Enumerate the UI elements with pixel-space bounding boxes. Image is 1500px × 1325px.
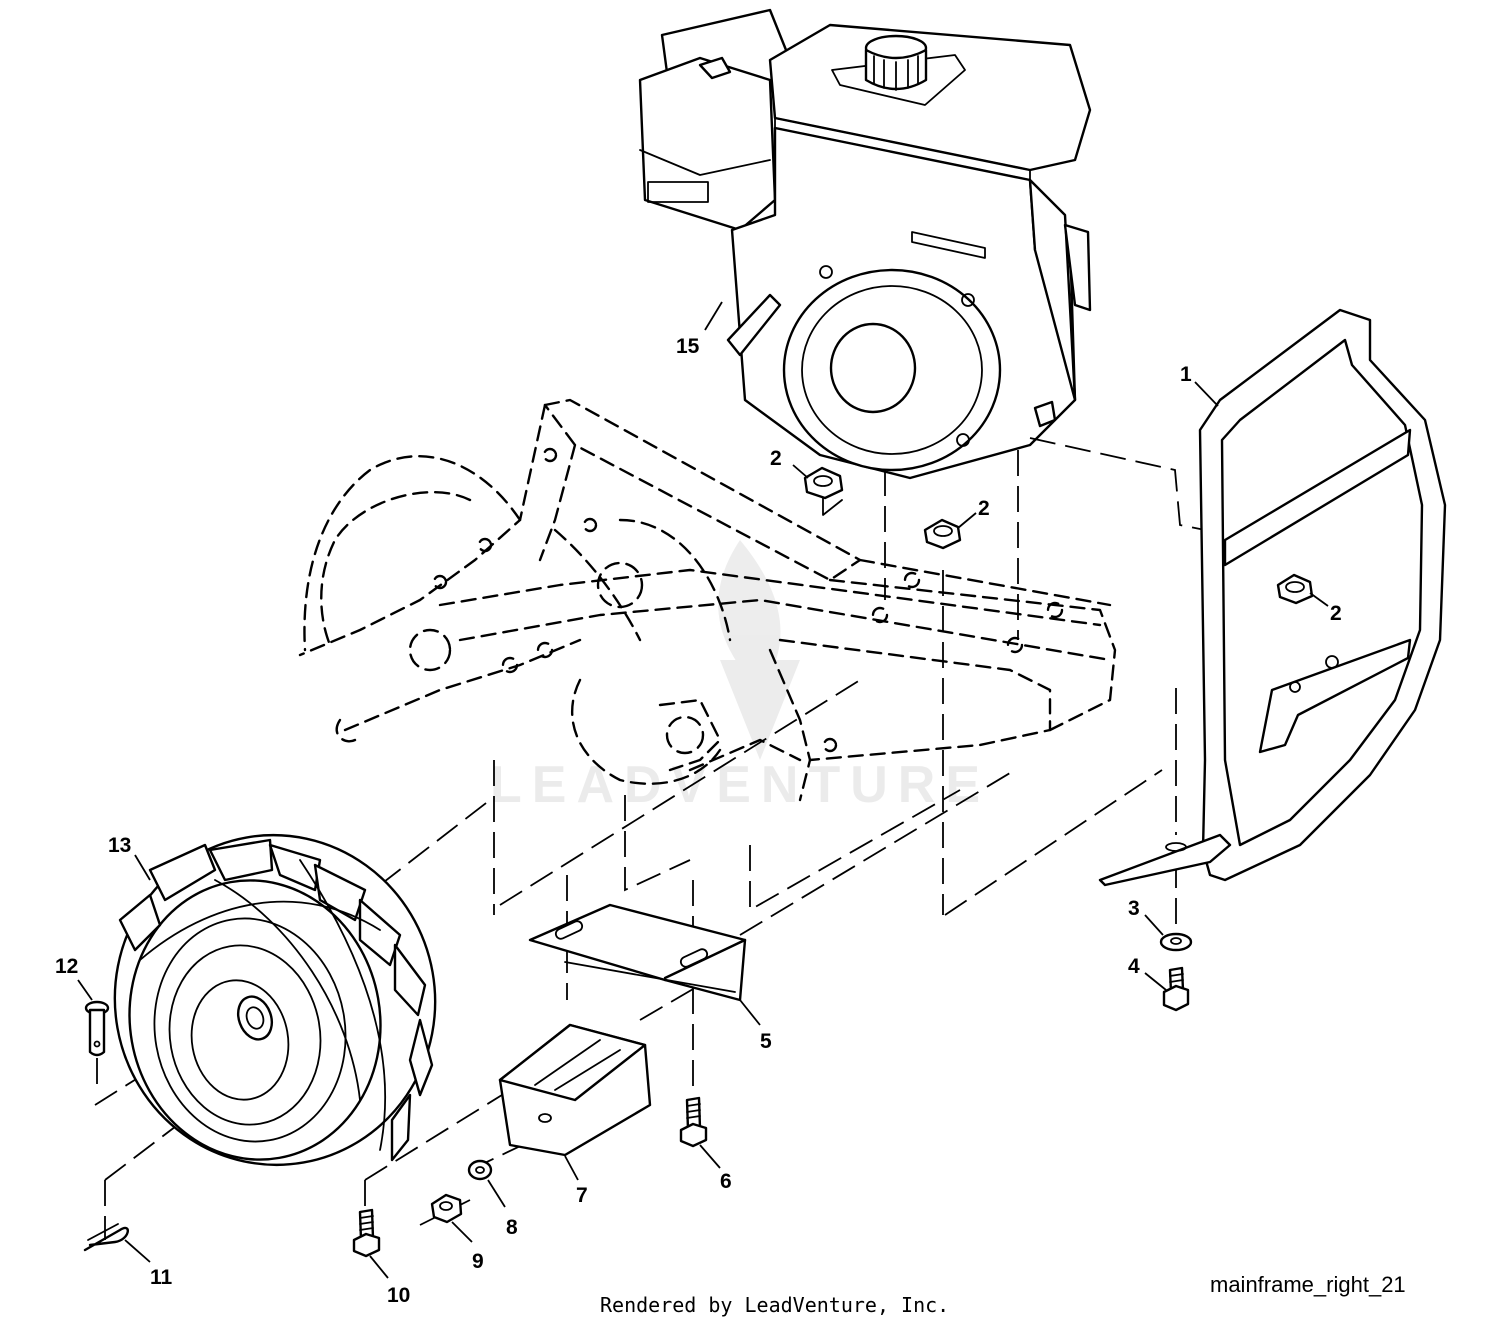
phantom-tiller-assembly xyxy=(298,398,1117,802)
hitch-bracket-5 xyxy=(528,903,747,1002)
callout-13: 13 xyxy=(108,834,131,857)
callout-11: 11 xyxy=(150,1266,173,1289)
hex-bolt-4 xyxy=(1162,966,1190,1012)
render-credit: Rendered by LeadVenture, Inc. xyxy=(600,1293,950,1317)
watermark-text: LEADVENTURE xyxy=(490,756,991,814)
callout-10: 10 xyxy=(387,1284,410,1307)
weight-block-7 xyxy=(498,1023,652,1157)
callout-9: 9 xyxy=(472,1250,484,1273)
callout-7: 7 xyxy=(576,1184,588,1207)
callout-4: 4 xyxy=(1128,955,1140,978)
lock-washer-8 xyxy=(467,1159,493,1181)
callouts: 15 1 2 2 2 3 4 5 6 7 8 9 10 11 12 13 xyxy=(55,301,1342,1307)
hex-bolt-6 xyxy=(679,1096,708,1148)
flat-washer-3 xyxy=(1159,932,1193,952)
callout-1: 1 xyxy=(1180,363,1192,386)
callout-2a: 2 xyxy=(770,447,782,470)
callout-2b: 2 xyxy=(978,497,990,520)
watermark-logo xyxy=(718,540,800,760)
callout-2c: 2 xyxy=(1330,602,1342,625)
callout-12: 12 xyxy=(55,955,78,978)
hex-nut-9 xyxy=(430,1193,463,1224)
callout-5: 5 xyxy=(760,1030,772,1053)
diagram-reference-label: mainframe_right_21 xyxy=(1210,1272,1406,1297)
hex-nut-2b xyxy=(923,518,962,550)
wheel-tire-13 xyxy=(113,833,437,1167)
clevis-pin-12 xyxy=(84,1000,110,1057)
hex-bolt-10 xyxy=(352,1208,381,1258)
engine xyxy=(638,8,1092,480)
hairpin-clip-11 xyxy=(83,1223,129,1252)
callout-3: 3 xyxy=(1128,897,1140,920)
front-bumper-guard xyxy=(1098,308,1447,887)
callout-8: 8 xyxy=(506,1216,518,1239)
callout-6: 6 xyxy=(720,1170,732,1193)
hex-nut-2a xyxy=(803,466,844,516)
hex-nut-2c xyxy=(1276,573,1314,605)
callout-15: 15 xyxy=(676,335,700,358)
